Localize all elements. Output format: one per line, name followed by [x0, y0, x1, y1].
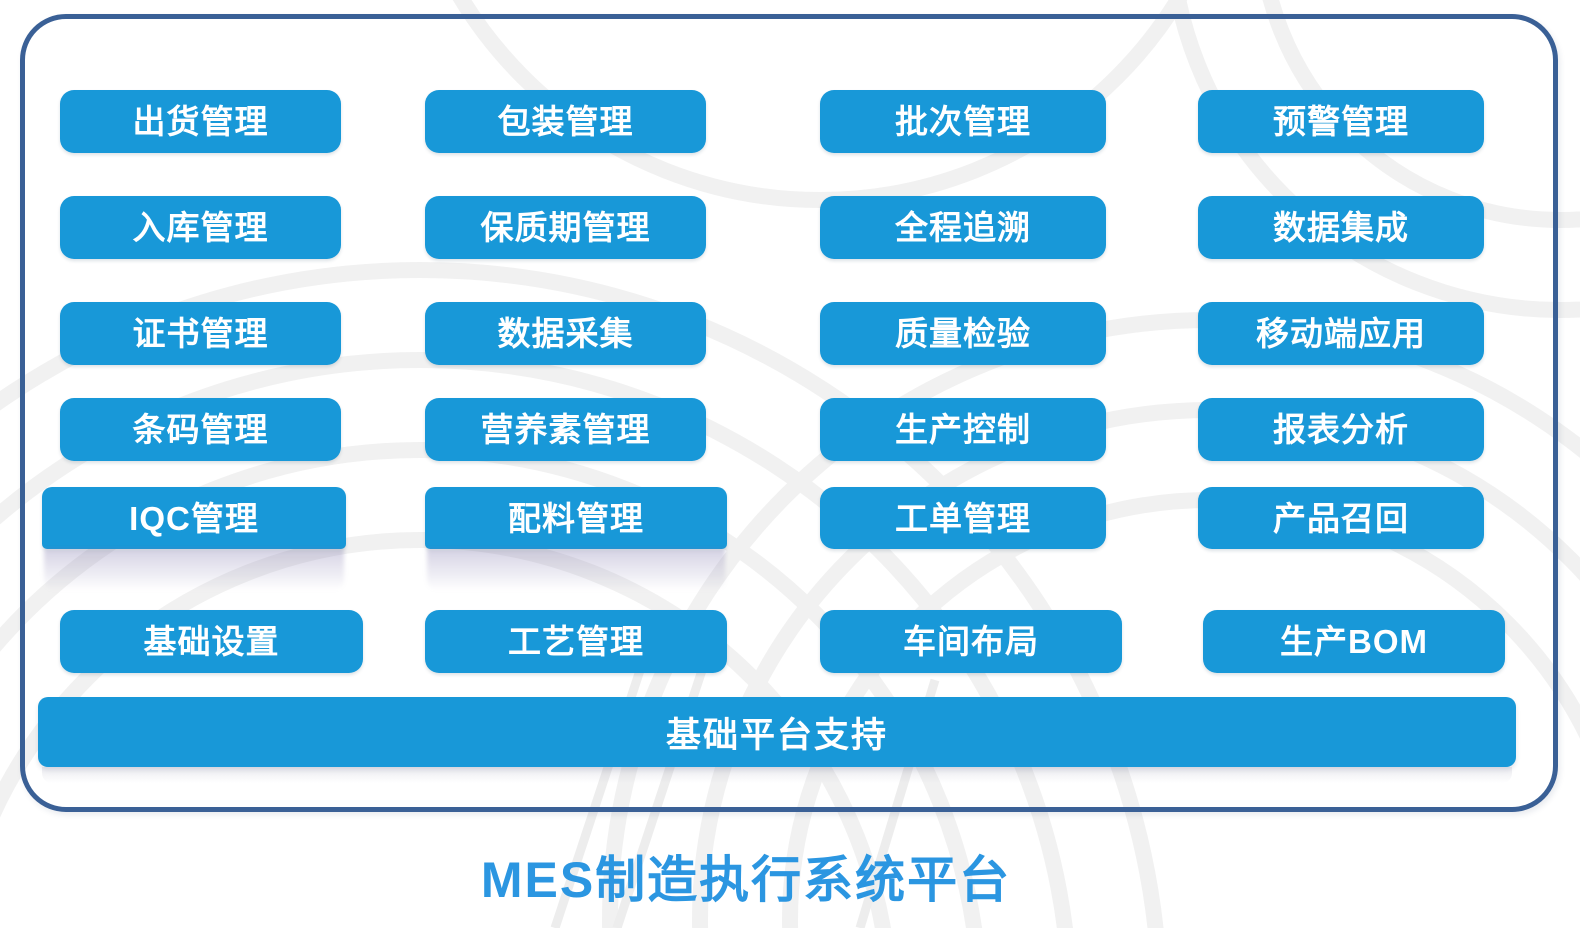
module-iqc-management: IQC管理 — [42, 487, 346, 549]
module-production-bom: 生产BOM — [1203, 610, 1505, 673]
module-inbound-management: 入库管理 — [60, 196, 341, 259]
module-batch-management: 批次管理 — [820, 90, 1106, 153]
module-barcode-management: 条码管理 — [60, 398, 341, 461]
module-product-recall: 产品召回 — [1198, 487, 1484, 549]
base-platform-bar: 基础平台支持 — [38, 697, 1516, 783]
diagram-title: MES制造执行系统平台 — [480, 852, 1012, 908]
module-data-collection: 数据采集 — [425, 302, 706, 365]
module-production-control: 生产控制 — [820, 398, 1106, 461]
module-shelf-life-management: 保质期管理 — [425, 196, 706, 259]
module-packaging-management: 包装管理 — [425, 90, 706, 153]
module-mobile-app: 移动端应用 — [1198, 302, 1484, 365]
module-workshop-layout: 车间布局 — [820, 610, 1122, 673]
module-data-integration: 数据集成 — [1198, 196, 1484, 259]
module-process-management: 工艺管理 — [425, 610, 727, 673]
module-work-order-management: 工单管理 — [820, 487, 1106, 549]
module-alert-management: 预警管理 — [1198, 90, 1484, 153]
platform-panel — [20, 14, 1558, 812]
module-nutrient-management: 营养素管理 — [425, 398, 706, 461]
module-ingredient-management: 配料管理 — [425, 487, 727, 549]
module-basic-settings: 基础设置 — [60, 610, 363, 673]
module-report-analysis: 报表分析 — [1198, 398, 1484, 461]
module-shipment-management: 出货管理 — [60, 90, 341, 153]
module-quality-inspection: 质量检验 — [820, 302, 1106, 365]
module-certificate-management: 证书管理 — [60, 302, 341, 365]
module-full-traceability: 全程追溯 — [820, 196, 1106, 259]
